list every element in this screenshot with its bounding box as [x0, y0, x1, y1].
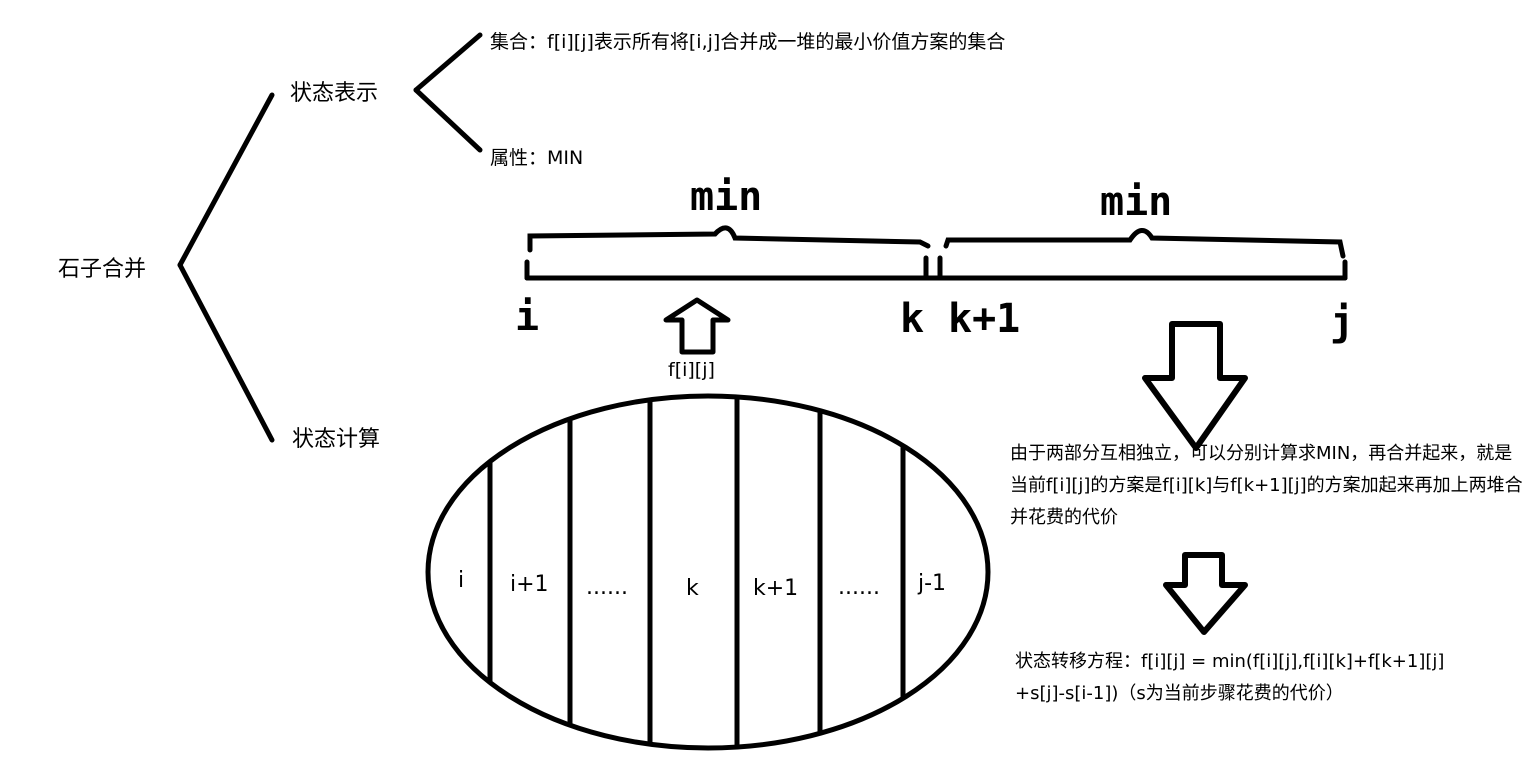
- set-definition: 集合：f[i][j]表示所有将[i,j]合并成一堆的最小价值方案的集合: [490, 31, 1005, 53]
- segment-drawing: [524, 225, 1348, 281]
- j-label: j: [1330, 299, 1354, 345]
- part-label: i: [458, 568, 464, 593]
- attribute-definition: 属性：MIN: [490, 147, 583, 169]
- part-label: k: [686, 576, 699, 601]
- part-label: i+1: [510, 572, 549, 597]
- up-arrow-icon: [663, 297, 731, 355]
- equation-line-2: +s[j]-s[i-1])（s为当前步骤花费的代价）: [1015, 683, 1344, 704]
- state-computation-label: 状态计算: [292, 427, 380, 452]
- down-arrow-icon: [1163, 552, 1248, 635]
- equation-line-1: 状态转移方程：f[i][j] = min(f[i][j],f[i][k]+f[k…: [1015, 651, 1445, 672]
- k-plus-1-label: k+1: [948, 296, 1020, 342]
- part-label: ......: [586, 575, 628, 600]
- part-label: ......: [838, 575, 880, 600]
- root-label: 石子合并: [58, 257, 146, 282]
- state-representation-label: 状态表示: [290, 81, 378, 106]
- explanation-text: 由于两部分互相独立，可以分别计算求MIN，再合并起来，就是当前f[i][j]的方…: [1010, 443, 1523, 528]
- k-label: k: [900, 296, 924, 342]
- part-label: k+1: [753, 576, 798, 601]
- part-label: j-1: [917, 571, 946, 596]
- interval-ellipse: [425, 393, 991, 751]
- down-arrow-icon: [1142, 321, 1248, 451]
- i-label: i: [515, 294, 539, 340]
- fij-label: f[i][j]: [668, 359, 715, 381]
- ellipse-dividers: [487, 396, 906, 748]
- left-min-label: min: [690, 174, 762, 220]
- tree-lines: [177, 32, 483, 443]
- right-min-label: min: [1100, 179, 1172, 225]
